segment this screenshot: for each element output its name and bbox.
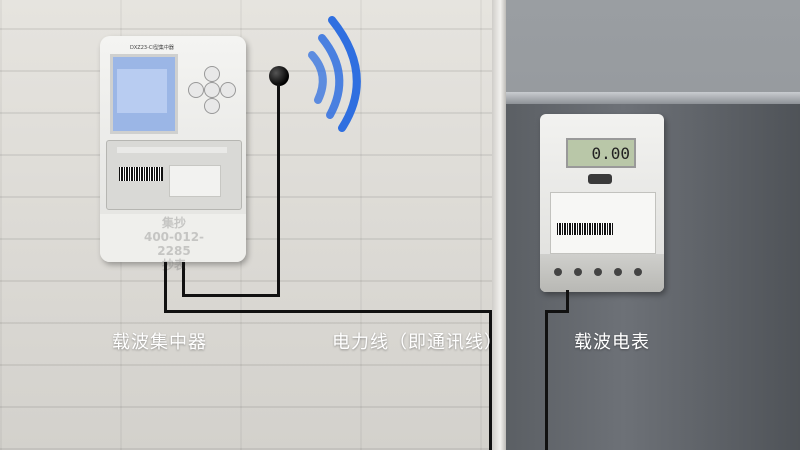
keypad-down-key bbox=[204, 98, 220, 114]
keypad-up-key bbox=[204, 66, 220, 82]
powerline-down bbox=[489, 310, 492, 450]
keypad-left-key bbox=[188, 82, 204, 98]
meter-line-down bbox=[545, 310, 548, 450]
antenna-cable-vertical bbox=[277, 84, 280, 296]
powerline-label: 电力线（即通讯线） bbox=[332, 332, 503, 353]
meter-lcd-display: 0.00 bbox=[566, 138, 636, 168]
powerline-horizontal bbox=[164, 310, 492, 313]
antenna-icon bbox=[269, 66, 289, 86]
concentrator-nameplate bbox=[106, 140, 242, 210]
seal-bottom-text: 抄表 bbox=[161, 258, 186, 272]
meter-label: 载波电表 bbox=[574, 332, 650, 353]
meter-line-horizontal bbox=[545, 310, 569, 313]
concentrator-seal-text: 集抄 400-012-2285 抄表 bbox=[136, 216, 212, 272]
meter-barcode bbox=[557, 223, 613, 235]
concentrator-screen-content bbox=[117, 69, 167, 113]
concentrator-keypad bbox=[186, 62, 236, 118]
meter-nameplate bbox=[550, 192, 656, 254]
meter-line-rise bbox=[566, 290, 569, 313]
nameplate-header bbox=[117, 147, 227, 153]
brick-wall bbox=[0, 0, 498, 450]
concentrator-barcode bbox=[119, 167, 163, 181]
wall-edge bbox=[492, 0, 506, 450]
meter-terminal-block bbox=[540, 254, 664, 292]
carrier-meter: 0.00 bbox=[540, 114, 664, 292]
powerline-concentrator-drop bbox=[164, 262, 167, 312]
terminal-screw bbox=[594, 268, 602, 276]
terminal-screw bbox=[574, 268, 582, 276]
concentrator-spec-label bbox=[169, 165, 221, 197]
terminal-screw bbox=[614, 268, 622, 276]
cabinet-ledge bbox=[506, 92, 800, 104]
terminal-screw bbox=[634, 268, 642, 276]
carrier-concentrator: DXZ23-CI型集中器 集抄 400-012-2285 抄表 bbox=[100, 36, 246, 272]
seal-top-text: 集抄 bbox=[161, 216, 186, 230]
seal-number-text: 400-012-2285 bbox=[143, 230, 205, 258]
concentrator-screen bbox=[110, 54, 178, 134]
antenna-cable-horizontal bbox=[182, 294, 280, 297]
terminal-screw bbox=[554, 268, 562, 276]
antenna-cable-drop bbox=[182, 262, 185, 296]
concentrator-terminal-cover bbox=[100, 214, 246, 262]
keypad-right-key bbox=[220, 82, 236, 98]
concentrator-label: 载波集中器 bbox=[112, 332, 207, 353]
keypad-center-key bbox=[204, 82, 220, 98]
meter-button bbox=[588, 174, 612, 184]
concentrator-model-text: DXZ23-CI型集中器 bbox=[130, 45, 174, 51]
